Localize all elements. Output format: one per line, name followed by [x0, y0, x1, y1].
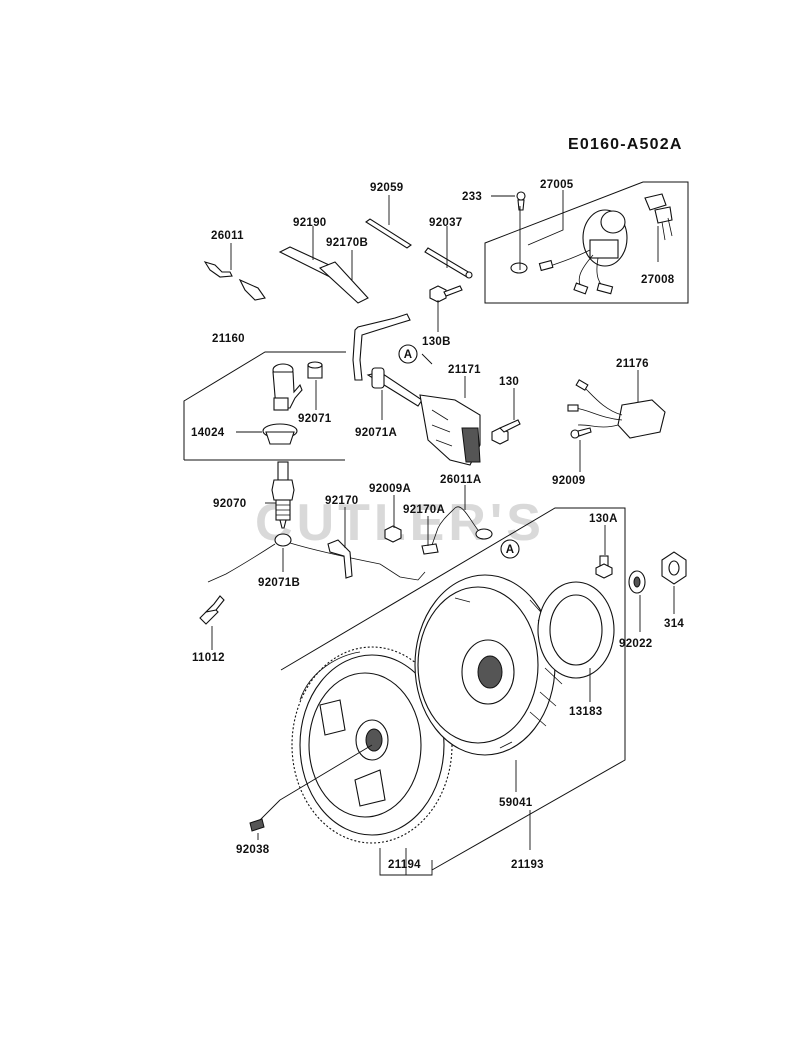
flywheel	[414, 574, 563, 756]
ignition-coil	[352, 313, 481, 466]
label-92038: 92038	[236, 844, 270, 856]
label-130: 130	[499, 376, 519, 388]
label-21194: 21194	[388, 859, 421, 871]
label-233: 233	[462, 191, 482, 203]
lead-26011A	[421, 506, 493, 555]
label-92059: 92059	[370, 182, 403, 194]
terminal-11012	[199, 595, 225, 625]
spark-plug	[271, 461, 295, 529]
label-59041: 59041	[499, 797, 533, 809]
label-92190: 92190	[293, 217, 326, 229]
label-27008: 27008	[641, 274, 675, 286]
callout-a-top: A	[398, 344, 418, 364]
label-92071B: 92071B	[258, 577, 300, 589]
label-92071A: 92071A	[355, 427, 397, 439]
key-switch-assembly	[484, 181, 689, 304]
label-130A: 130A	[589, 513, 618, 525]
label-21160: 21160	[212, 333, 245, 345]
flywheel-group-frame	[280, 507, 626, 871]
label-92037: 92037	[429, 217, 462, 229]
label-92170A: 92170A	[403, 504, 445, 516]
label-92071: 92071	[298, 413, 332, 425]
label-130B: 130B	[422, 336, 451, 348]
nut-314	[661, 551, 687, 585]
leader-lines	[211, 190, 675, 876]
label-92009A: 92009A	[369, 483, 411, 495]
label-21171: 21171	[448, 364, 481, 376]
label-11012: 11012	[192, 652, 225, 664]
plug-cap-group	[183, 351, 346, 461]
svg-text:A: A	[506, 544, 515, 556]
label-92070: 92070	[213, 498, 246, 510]
svg-text:A: A	[404, 349, 413, 361]
watermark: CUTLER'S	[255, 494, 545, 552]
terminal-26011	[203, 261, 266, 301]
label-21176: 21176	[616, 358, 649, 370]
label-314: 314	[664, 618, 684, 630]
label-92170B: 92170B	[326, 237, 368, 249]
stop-wire	[207, 525, 426, 583]
rod-92037	[424, 247, 473, 279]
bolt-130B	[429, 285, 463, 303]
plate-13183	[537, 581, 615, 679]
key-92038	[249, 818, 265, 832]
screw-92009	[570, 427, 592, 439]
part-labels: 92059 233 27005 92190 92037 26011 92170B…	[191, 179, 684, 871]
label-27005: 27005	[540, 179, 574, 191]
module-21176	[567, 379, 666, 439]
label-92009: 92009	[552, 475, 585, 487]
bolt-130	[491, 419, 521, 445]
label-14024: 14024	[191, 427, 225, 439]
label-21193: 21193	[511, 859, 544, 871]
callout-a-bottom: A	[500, 539, 520, 559]
label-92022: 92022	[619, 638, 652, 650]
label-26011: 26011	[211, 230, 244, 242]
label-92170: 92170	[325, 495, 358, 507]
label-13183: 13183	[569, 706, 602, 718]
diagram-code: E0160-A502A	[568, 136, 683, 153]
rod-92059	[365, 218, 412, 249]
label-26011A: 26011A	[440, 474, 481, 486]
washer-92022	[628, 570, 646, 594]
plate-92190	[278, 246, 369, 304]
bolt-130A	[595, 555, 613, 579]
